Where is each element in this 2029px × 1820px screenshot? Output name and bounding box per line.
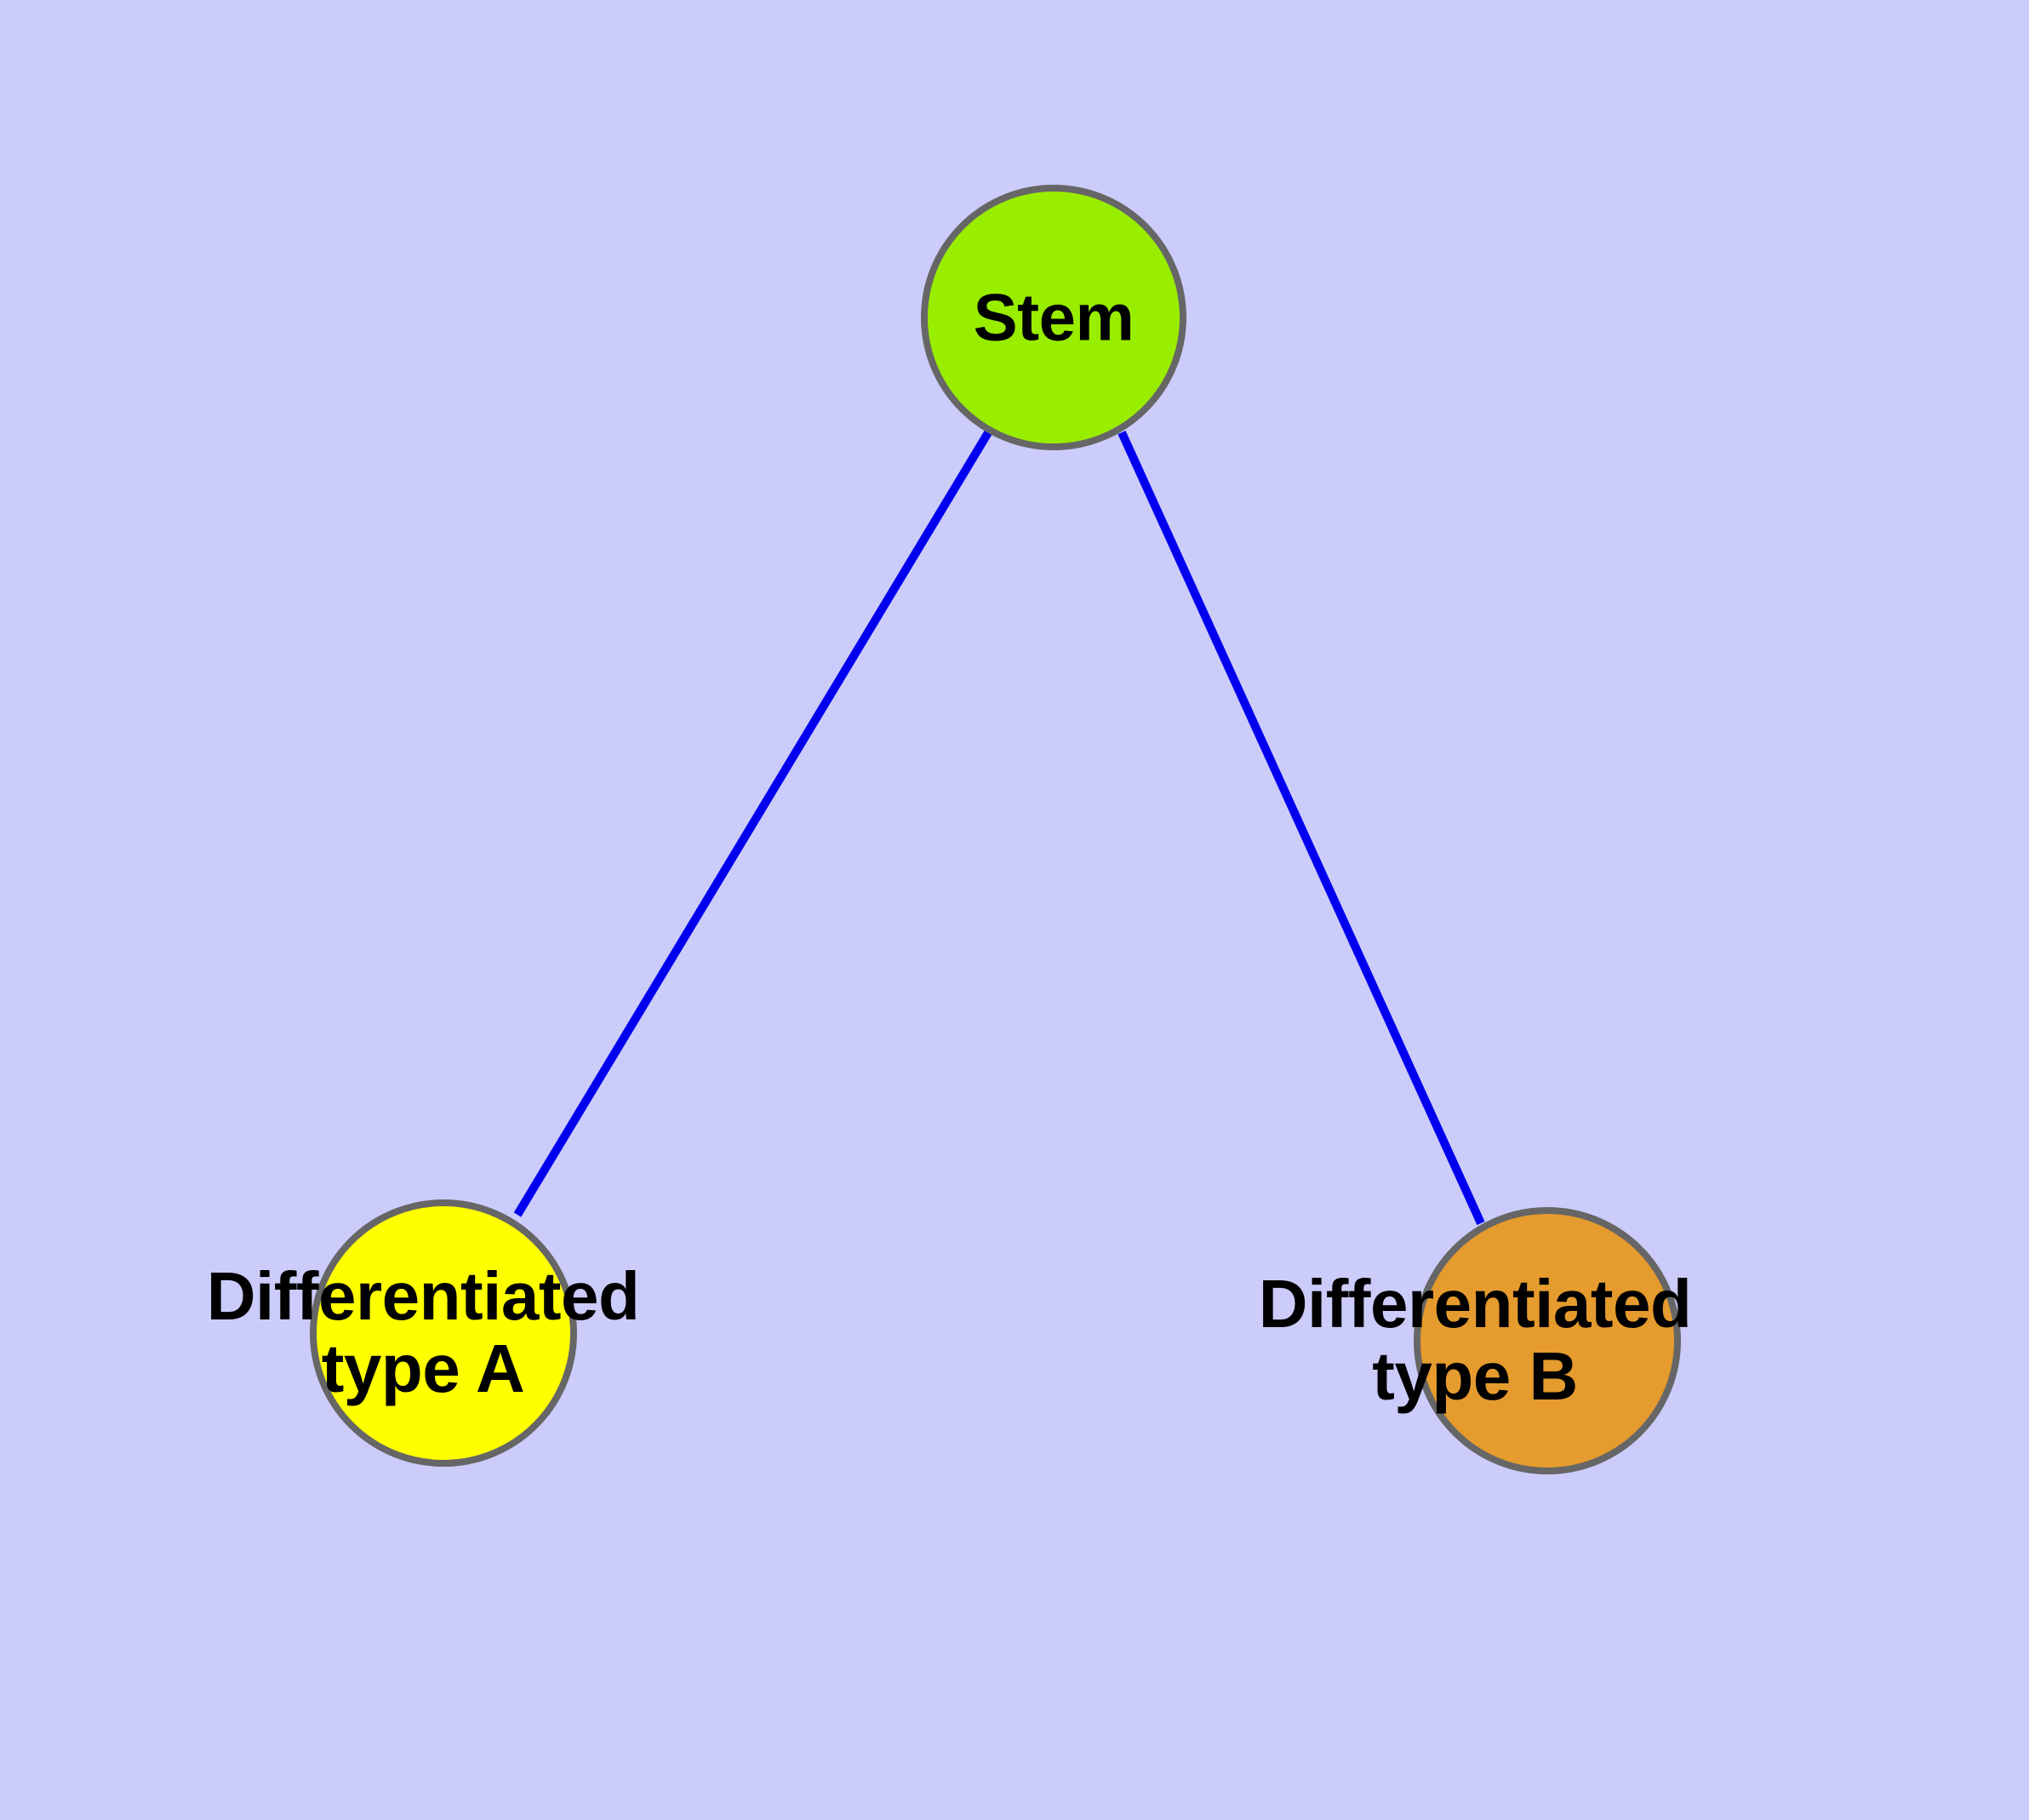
node-layer	[310, 185, 1681, 1474]
edge-stem-to-diff-b[interactable]	[1117, 430, 1485, 1226]
edge-layer	[513, 427, 1485, 1226]
node-diff-a-circle[interactable]	[310, 1199, 577, 1467]
node-diff-b-circle[interactable]	[1414, 1207, 1681, 1474]
node-stem-circle[interactable]	[921, 185, 1186, 450]
edge-stem-to-diff-a[interactable]	[513, 427, 994, 1217]
